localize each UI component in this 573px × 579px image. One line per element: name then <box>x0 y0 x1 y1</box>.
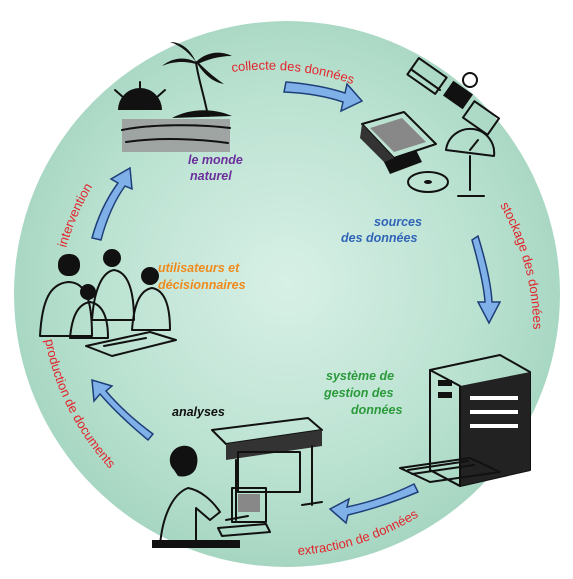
computer-clipart <box>399 354 531 487</box>
analyses-clipart <box>152 417 323 548</box>
extraction-arrow <box>328 482 420 525</box>
island-clipart <box>114 42 232 152</box>
node-label-sources: sources des données <box>341 215 425 245</box>
background-disc <box>14 21 560 567</box>
node-label-sgbd: système de gestion des données <box>323 369 402 417</box>
production-arrow <box>91 378 155 442</box>
stockage-arrow <box>471 234 502 325</box>
node-label-analyses: analyses <box>172 405 225 419</box>
collecte-arrow <box>283 81 364 113</box>
node-label-monde: le monde naturel <box>188 153 246 183</box>
node-label-utilisateurs: utilisateurs et décisionnaires <box>158 261 246 292</box>
users-clipart <box>39 249 177 357</box>
data-sources-clipart <box>360 57 501 197</box>
intervention-arrow <box>91 166 133 241</box>
